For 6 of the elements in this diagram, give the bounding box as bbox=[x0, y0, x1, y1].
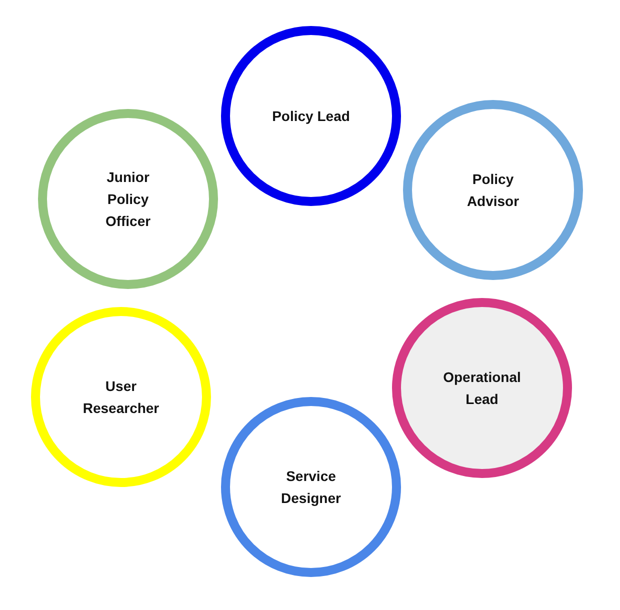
role-label: Service Designer bbox=[280, 467, 342, 508]
role-label: Policy Lead bbox=[271, 107, 351, 126]
role-label: User Researcher bbox=[82, 377, 160, 418]
role-label: Policy Advisor bbox=[466, 170, 520, 211]
role-label: Junior Policy Officer bbox=[104, 168, 152, 231]
role-label: Operational Lead bbox=[442, 368, 522, 409]
